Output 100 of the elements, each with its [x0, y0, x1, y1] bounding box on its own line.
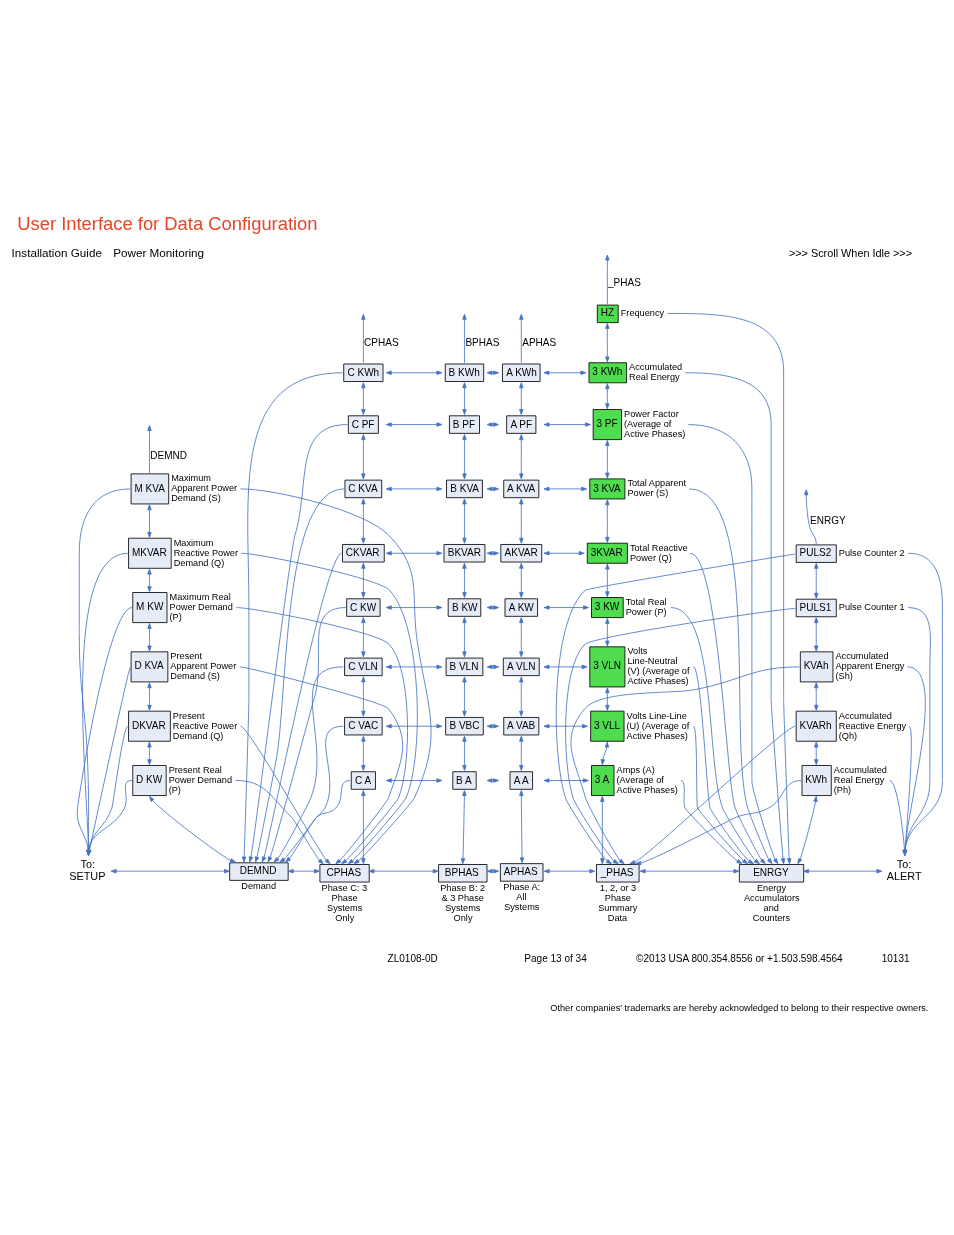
arrow	[287, 868, 320, 873]
arrow	[605, 382, 610, 409]
arrow	[605, 617, 610, 646]
arrow	[147, 503, 152, 538]
node-label: Volts Line-Line (U) (Average of Active Phases)	[626, 710, 690, 741]
arrow	[462, 562, 467, 598]
edge-label: BPHAS	[465, 336, 500, 348]
label: ZL0108-0D	[387, 952, 438, 964]
arrow	[385, 486, 443, 491]
arrow	[385, 664, 443, 669]
node-label: Frequency	[620, 307, 665, 318]
arrow	[368, 868, 439, 873]
arrow	[385, 723, 443, 728]
node-label: Accumulated Real Energy	[629, 361, 683, 382]
node-label: Phase A: All Systems	[503, 881, 541, 912]
arrow	[254, 488, 345, 862]
edge-label: APHAS	[522, 336, 557, 348]
arrow	[361, 381, 366, 415]
arrow	[385, 604, 443, 610]
arrow	[110, 868, 230, 873]
node-label: Pulse Counter 2	[838, 547, 905, 558]
arrow	[629, 725, 796, 864]
arrow	[361, 498, 366, 544]
arrow	[519, 498, 524, 544]
arrow	[814, 616, 819, 651]
diagram-title: User Interface for Data Configuration	[17, 212, 318, 234]
label: Page 13 of 34	[524, 952, 587, 964]
arrow	[462, 313, 467, 363]
label: Other companies' trademarks are hereby acknowledged to belong to their respective owners.	[550, 1002, 929, 1013]
arrow	[689, 552, 766, 864]
node-text: To: SETUP	[69, 857, 106, 882]
arrow	[147, 424, 152, 473]
arrow	[635, 779, 802, 865]
arrow	[605, 439, 610, 478]
arrow	[240, 725, 331, 864]
node-label: Maximum Apparent Power Demand (S)	[171, 472, 238, 503]
arrow	[519, 616, 524, 657]
arrow	[385, 370, 443, 375]
arrow	[543, 486, 588, 491]
arrow	[543, 604, 589, 610]
node-label: Pulse Counter 1	[838, 601, 905, 612]
arrow	[147, 622, 152, 651]
node-label: Total Real Power (P)	[625, 596, 667, 617]
arrow	[519, 313, 524, 363]
arrow	[239, 665, 404, 864]
node-label: Phase C: 3 Phase Systems Only	[321, 882, 368, 923]
arrow	[570, 665, 800, 864]
arrow	[814, 741, 819, 765]
arrow	[240, 488, 432, 864]
arrow	[361, 676, 366, 717]
arrow	[147, 741, 152, 765]
arrow	[279, 725, 344, 862]
arrow	[361, 616, 366, 657]
arrow	[543, 868, 596, 873]
node-label: 1, 2, or 3 Phase Summary Data	[598, 882, 638, 923]
node-label: Total Reactive Power (Q)	[629, 542, 688, 563]
edge-label: ENRGY	[810, 514, 846, 526]
arrow	[519, 789, 525, 863]
arrow	[285, 779, 351, 862]
arrow	[385, 421, 443, 427]
arrow	[240, 552, 418, 864]
arrow	[543, 550, 585, 555]
arrow	[235, 606, 408, 864]
arrow	[555, 553, 796, 864]
node-label: Power Factor (Average of Active Phases)	[624, 408, 686, 439]
arrow	[600, 741, 610, 765]
node-label: Total Apparent Power (S)	[627, 477, 687, 498]
arrow	[797, 795, 818, 864]
arrow	[639, 868, 740, 873]
arrow	[543, 421, 591, 427]
arrow	[600, 795, 605, 864]
arrow	[803, 868, 883, 873]
label: Installation Guide	[11, 245, 102, 259]
label: Power Monitoring	[113, 245, 205, 259]
arrow	[385, 550, 443, 555]
arrow	[460, 789, 467, 864]
node-text: To: ALERT	[886, 857, 922, 882]
label: 10131	[881, 952, 910, 964]
arrow	[543, 723, 588, 728]
arrow	[462, 616, 467, 657]
arrow	[605, 686, 610, 711]
arrow	[814, 681, 819, 711]
arrow	[543, 370, 587, 375]
node-label: Maximum Real Power Demand (P)	[169, 591, 233, 622]
node-label: Present Real Power Demand (P)	[168, 764, 233, 795]
edge-label: DEMND	[150, 449, 188, 461]
arrow	[361, 789, 366, 864]
arrow	[149, 795, 236, 863]
edge-label: _PHAS	[608, 276, 641, 288]
label: ©2013 USA 800.354.8556 or +1.503.598.4564	[636, 952, 843, 964]
arrow	[693, 665, 754, 864]
arrow	[605, 563, 610, 597]
arrow	[261, 552, 343, 862]
arrow	[684, 371, 786, 864]
arrow	[241, 371, 343, 862]
arrow	[519, 433, 524, 479]
arrow	[361, 735, 366, 771]
arrow	[147, 681, 152, 711]
node-label: Phase B: 2 & 3 Phase Systems Only	[440, 882, 486, 923]
arrow	[605, 498, 610, 543]
